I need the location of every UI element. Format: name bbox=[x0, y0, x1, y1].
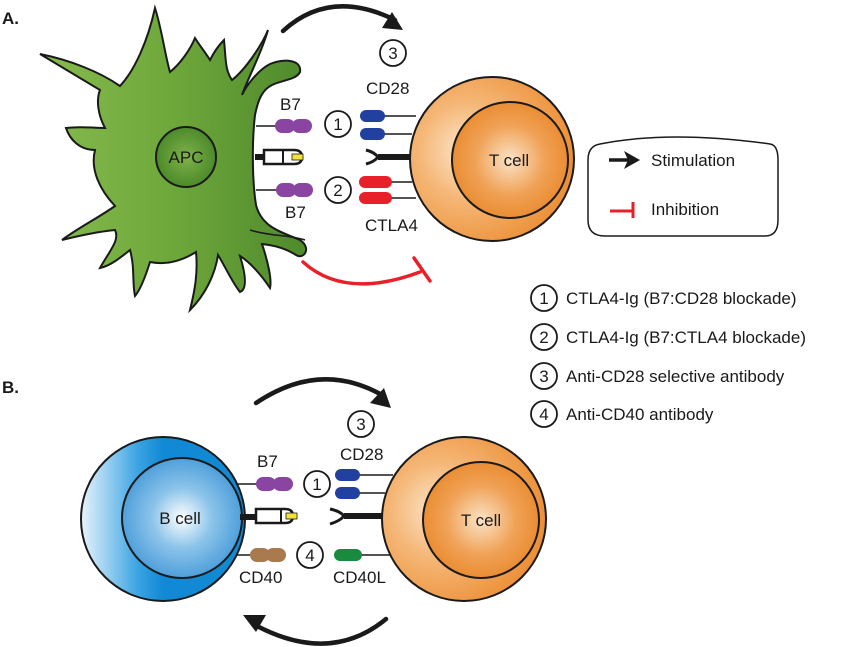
inhibition-bar-icon bbox=[610, 202, 635, 218]
key-item-3: 3 Anti-CD28 selective antibody bbox=[530, 362, 785, 390]
legend-inhibition-label: Inhibition bbox=[651, 200, 719, 219]
ctla4-receptor-a bbox=[359, 176, 416, 204]
bcell-label: B cell bbox=[159, 509, 201, 528]
cd28-label-b: CD28 bbox=[340, 445, 383, 464]
tcell-b bbox=[381, 436, 547, 602]
svg-text:1: 1 bbox=[539, 289, 548, 308]
panel-a-label: A. bbox=[2, 9, 19, 28]
svg-text:Anti-CD40 antibody: Anti-CD40 antibody bbox=[566, 405, 714, 424]
legend-stimulation-label: Stimulation bbox=[651, 151, 735, 170]
svg-text:CTLA4-Ig (B7:CTLA4 blockade): CTLA4-Ig (B7:CTLA4 blockade) bbox=[566, 328, 806, 347]
marker-3-a: 3 bbox=[379, 39, 407, 67]
key-item-1: 1 CTLA4-Ig (B7:CD28 blockade) bbox=[530, 284, 797, 312]
ctla4-label-a: CTLA4 bbox=[365, 216, 418, 235]
cd40l-b bbox=[334, 549, 392, 561]
stimulation-arrow-icon bbox=[609, 151, 640, 169]
b7-bottom-label-a: B7 bbox=[285, 203, 306, 222]
key-item-4: 4 Anti-CD40 antibody bbox=[530, 400, 714, 428]
svg-text:2: 2 bbox=[333, 181, 342, 200]
inhibition-arrow-a bbox=[301, 256, 432, 286]
svg-text:4: 4 bbox=[539, 405, 548, 424]
svg-text:1: 1 bbox=[333, 115, 342, 134]
panel-b-label: B. bbox=[2, 378, 19, 397]
mhc-complex-b bbox=[240, 507, 298, 525]
bcell bbox=[80, 436, 246, 602]
tcell-nucleus-a bbox=[451, 101, 569, 219]
svg-text:2: 2 bbox=[539, 328, 548, 347]
tcell-label-a: T cell bbox=[489, 151, 529, 170]
svg-text:Anti-CD28 selective antibody: Anti-CD28 selective antibody bbox=[566, 367, 785, 386]
marker-1-b: 1 bbox=[303, 470, 331, 498]
tcell-label-b: T cell bbox=[461, 511, 501, 530]
svg-text:3: 3 bbox=[356, 415, 365, 434]
key-item-2: 2 CTLA4-Ig (B7:CTLA4 blockade) bbox=[530, 323, 806, 351]
marker-1-a: 1 bbox=[324, 110, 352, 138]
b7-b bbox=[236, 477, 293, 491]
marker-3-b: 3 bbox=[347, 410, 375, 438]
marker-2-a: 2 bbox=[324, 176, 352, 204]
svg-text:4: 4 bbox=[305, 546, 314, 565]
cd40-b bbox=[236, 548, 286, 562]
b7-label-b: B7 bbox=[257, 452, 278, 471]
stimulation-arrow-b bbox=[253, 377, 391, 408]
apc-label: APC bbox=[169, 148, 204, 167]
stimulation-arrow-b-bottom bbox=[243, 615, 389, 646]
svg-text:3: 3 bbox=[539, 367, 548, 386]
stimulation-arrow-a bbox=[280, 4, 403, 34]
cd40-label-b: CD40 bbox=[239, 568, 282, 587]
svg-text:3: 3 bbox=[388, 44, 397, 63]
svg-text:1: 1 bbox=[312, 475, 321, 494]
b7-top-a bbox=[256, 119, 312, 133]
tcell-nucleus-b bbox=[422, 461, 540, 579]
apc-nucleus bbox=[155, 126, 217, 188]
tcr-receptor-b bbox=[329, 507, 382, 526]
svg-text:CTLA4-Ig (B7:CD28 blockade): CTLA4-Ig (B7:CD28 blockade) bbox=[566, 289, 797, 308]
cd28-label-a: CD28 bbox=[366, 79, 409, 98]
tcell-a bbox=[409, 76, 575, 242]
b7-top-label-a: B7 bbox=[280, 95, 301, 114]
legend-box bbox=[587, 136, 779, 237]
apc-cell bbox=[39, 4, 308, 314]
cd40l-label-b: CD40L bbox=[333, 568, 386, 587]
tcr-receptor-a bbox=[365, 148, 410, 166]
marker-4-b: 4 bbox=[296, 541, 324, 569]
cd28-receptor-a bbox=[360, 110, 416, 140]
cd28-receptor-b bbox=[335, 469, 393, 499]
b7-bottom-a bbox=[256, 183, 313, 197]
mhc-complex-a bbox=[255, 148, 304, 166]
